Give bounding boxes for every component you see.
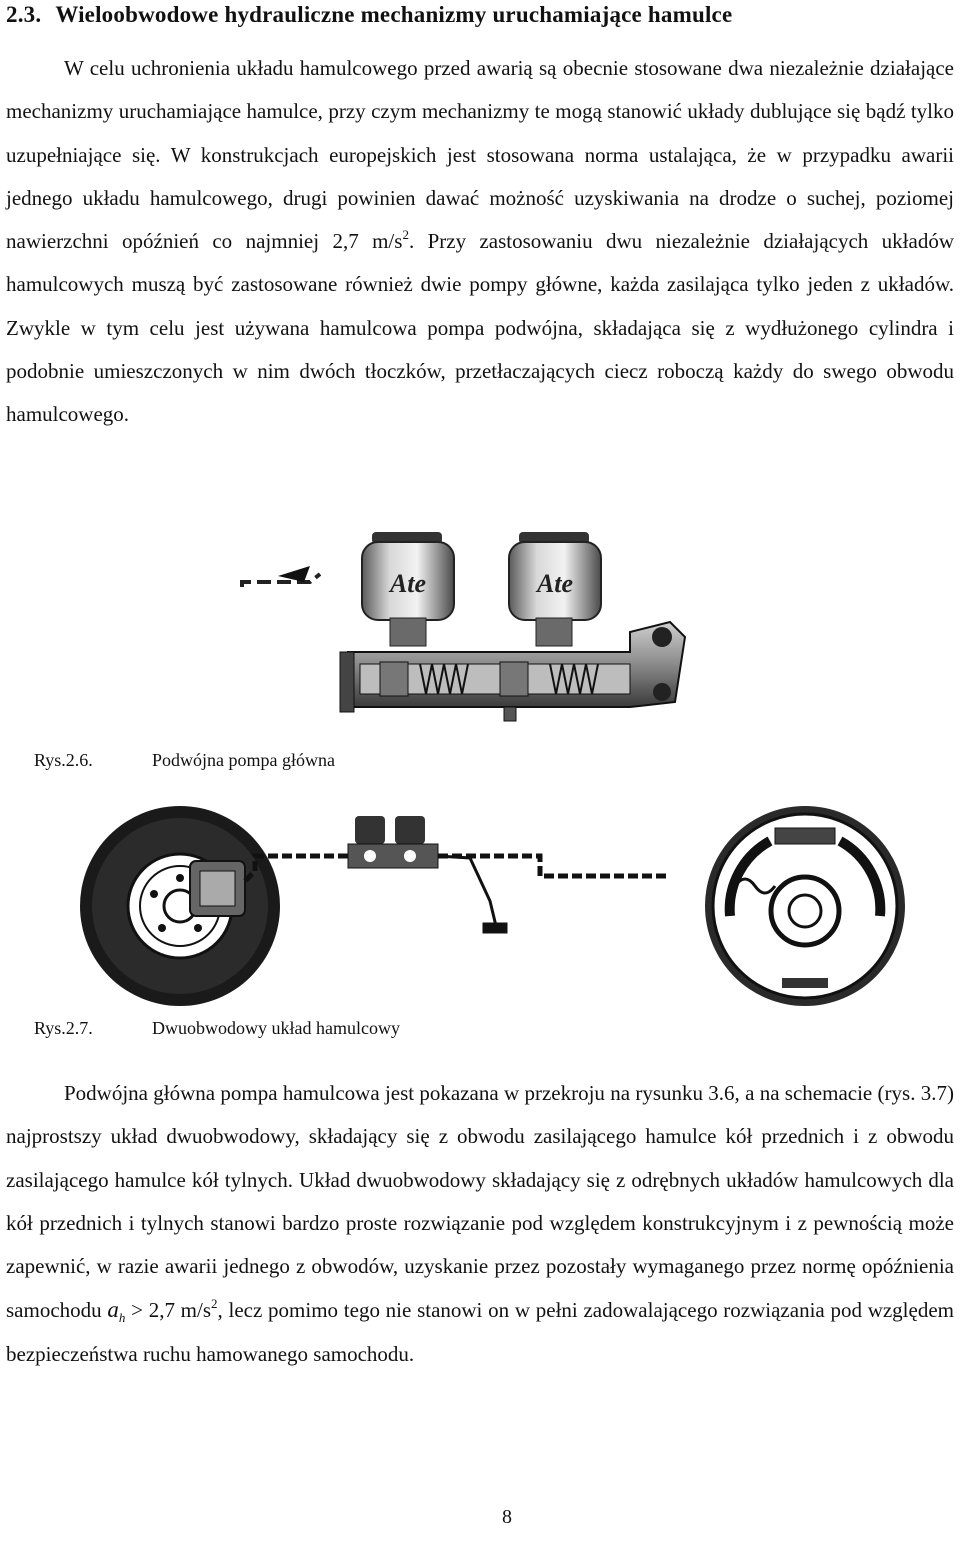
master-cylinder-illustration: Ate Ate (240, 532, 687, 722)
figure1-caption-number: Rys.2.6. (34, 750, 93, 770)
figure-dual-circuit-brake-system (70, 806, 910, 1006)
figure1-caption-text: Podwójna pompa główna (152, 750, 335, 770)
disc-brake-icon (80, 806, 280, 1006)
section-heading: 2.3. Wieloobwodowe hydrauliczne mechanizm… (6, 2, 732, 28)
superscript: 2 (211, 1296, 218, 1312)
paragraph-description-text: Podwójna główna pompa hamulcowa jest pok… (6, 1081, 954, 1323)
paragraph-intro-text-cont: . Przy zastosowaniu dwu niezależnie dzia… (6, 229, 955, 427)
section-title: Wieloobwodowe hydrauliczne mechanizmy ur… (55, 2, 733, 27)
variable-subscript: h (118, 1310, 126, 1326)
figure2-caption-text: Dwuobwodowy układ hamulcowy (152, 1018, 400, 1038)
page-number: 8 (502, 1506, 512, 1528)
variable-a: a (107, 1297, 119, 1323)
brake-pedal-icon (437, 854, 508, 934)
brake-system-illustration (80, 806, 905, 1006)
section-number: 2.3. (6, 2, 42, 27)
small-master-cylinder-icon (347, 816, 439, 869)
superscript: 2 (402, 227, 409, 243)
paragraph-intro-text: W celu uchronienia układu hamulcowego pr… (6, 56, 954, 254)
ate-logo-right: Ate (535, 569, 573, 598)
paragraph-description-text-cont: , lecz pomimo tego nie stanowi on w pełn… (6, 1298, 954, 1366)
figure-dual-master-cylinder: Ate Ate (230, 512, 700, 734)
paragraph-description: Podwójna główna pompa hamulcowa jest pok… (6, 1072, 954, 1376)
paragraph-intro: W celu uchronienia układu hamulcowego pr… (6, 47, 954, 437)
figure2-caption-number: Rys.2.7. (34, 1018, 93, 1038)
drum-brake-icon (705, 806, 905, 1006)
paragraph-description-value: > 2,7 m/s (125, 1298, 212, 1323)
ate-logo-left: Ate (388, 569, 426, 598)
